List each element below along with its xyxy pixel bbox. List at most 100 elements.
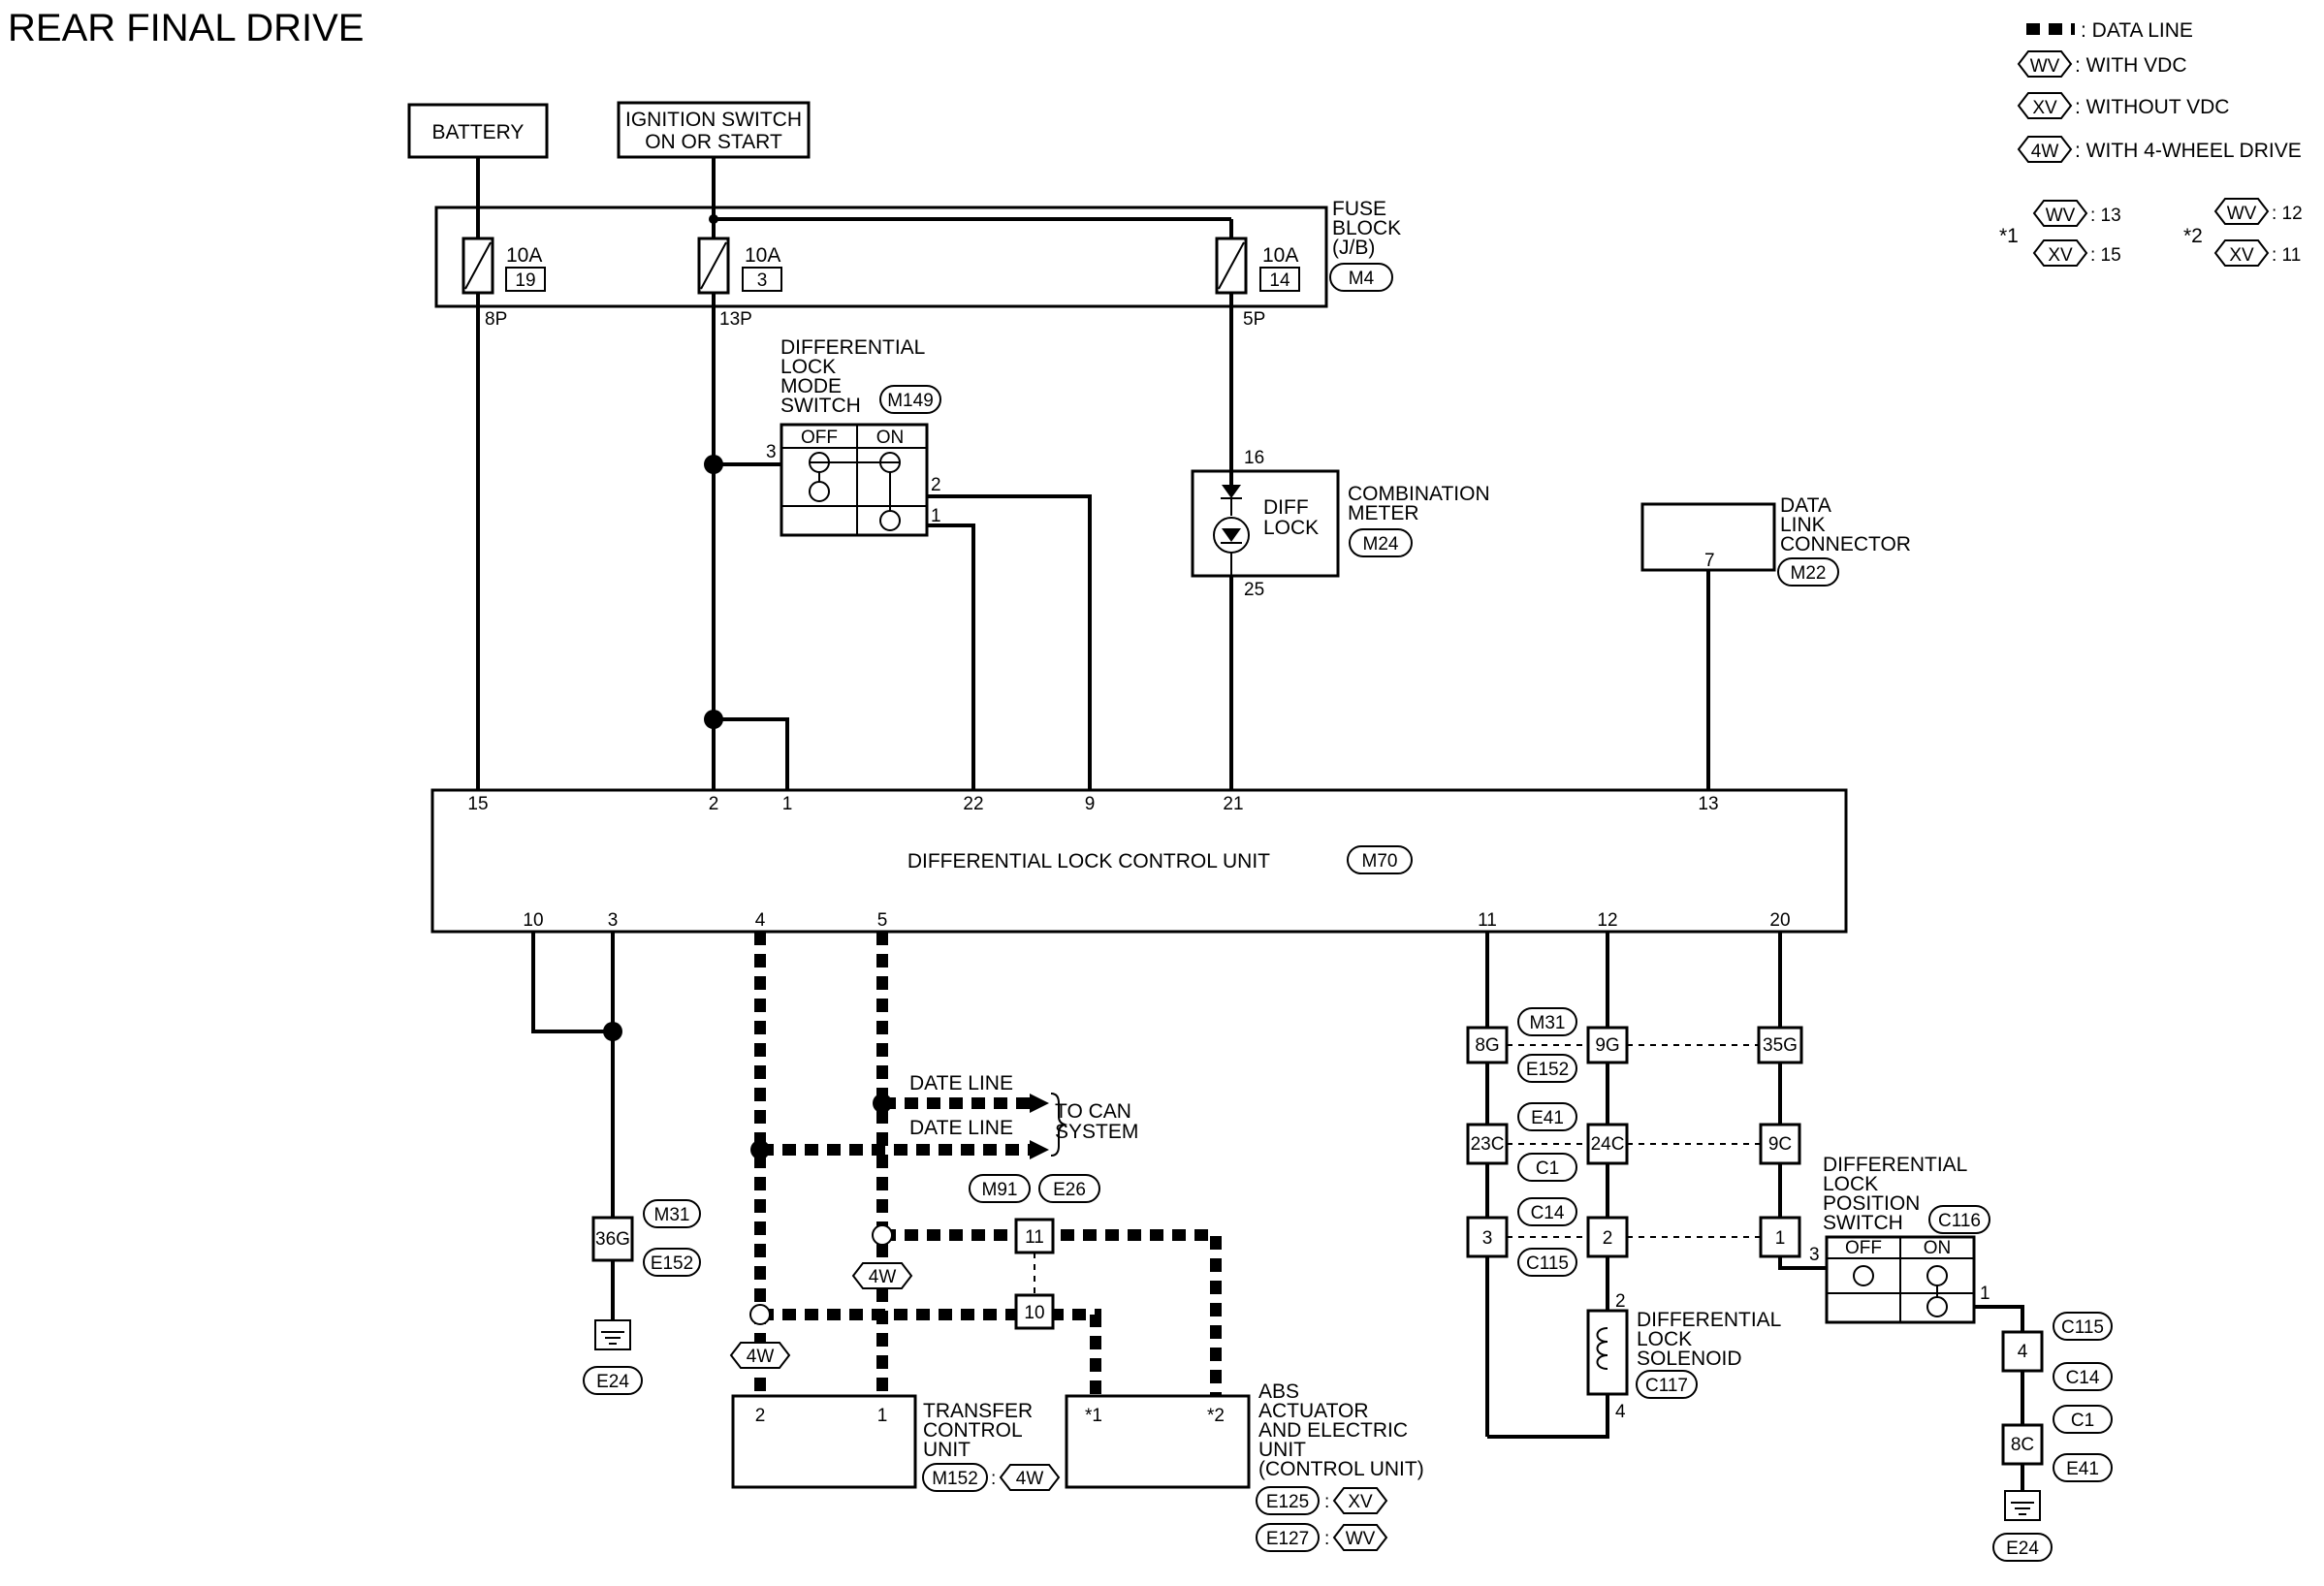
legend-4w-tag: 4W (2031, 142, 2059, 162)
position-switch-off: OFF (1845, 1238, 1882, 1258)
transfer-connector-label: M152 (932, 1469, 978, 1489)
mode-switch-label-4: SWITCH (780, 395, 861, 417)
can-joint-11 (1014, 1218, 1055, 1254)
harness-row2-pin-a (1466, 1123, 1509, 1165)
fuse-block-connector (1329, 263, 1393, 292)
abs-label-4: UNIT (1258, 1439, 1306, 1461)
cu-pin-20: 20 (1769, 910, 1790, 931)
cu-pin-13: 13 (1698, 794, 1718, 814)
data-link-label-2: LINK (1780, 514, 1826, 536)
cu-pin-12: 12 (1597, 910, 1617, 931)
harness-row2-pin-c (1759, 1123, 1801, 1165)
position-switch-connector-label: C116 (1938, 1211, 1981, 1231)
fuse-block-label-3: (J/B) (1332, 237, 1375, 259)
cu-pin-9: 9 (1085, 794, 1096, 814)
solenoid-pin-2: 2 (1615, 1291, 1626, 1312)
can-joint-11-label: 11 (1025, 1227, 1044, 1248)
star2-wv-tag: WV (2227, 204, 2257, 224)
harness-row3-pin-c (1759, 1216, 1801, 1258)
cu-pin-11: 11 (1478, 910, 1497, 931)
harness-row1-conn-a-label: M31 (1530, 1013, 1566, 1033)
ignition-switch-box (617, 101, 811, 159)
right-ground-label: E24 (2006, 1538, 2039, 1559)
transfer-control-unit (731, 1394, 917, 1489)
legend-awd: : WITH 4-WHEEL DRIVE (2075, 140, 2302, 162)
control-unit-connector (1347, 845, 1413, 874)
mode-switch-label-3: MODE (780, 375, 842, 397)
position-switch-connector (1928, 1205, 1990, 1234)
mode-switch-connector (879, 385, 941, 414)
diff-lock-mode-switch: OFF ON (780, 423, 929, 537)
abs-conn-e127-label: E127 (1266, 1529, 1309, 1549)
harness-row2-pin-b-label: 24C (1591, 1134, 1625, 1155)
harness-row2-conn-b-label: C1 (1536, 1158, 1559, 1179)
diff-lock-position-switch: OFF ON (1825, 1235, 1976, 1324)
abs-wv-tag (1332, 1524, 1388, 1551)
meter-lamp-label-2: LOCK (1263, 517, 1319, 539)
harness-row3-conn-b (1517, 1248, 1577, 1277)
data-link-connector (1777, 557, 1839, 587)
mode-switch-connector-label: M149 (887, 391, 934, 411)
mode-switch-on: ON (876, 428, 905, 448)
can-to-label-1: TO CAN (1055, 1100, 1131, 1123)
star2-wv-value: : 12 (2272, 204, 2303, 224)
legend-wv-tag: WV (2030, 56, 2060, 77)
can-4w-tag-a (851, 1262, 913, 1289)
transfer-4w-tag-label: 4W (1016, 1469, 1044, 1489)
transfer-pin-1: 1 (877, 1406, 888, 1426)
abs-label-1: ABS (1258, 1380, 1299, 1403)
cu-pin-15: 15 (467, 794, 488, 814)
can-connector-e26 (1038, 1174, 1100, 1203)
abs-label-3: AND ELECTRIC (1258, 1419, 1408, 1442)
differential-lock-control-unit (430, 788, 1848, 934)
transfer-label-2: CONTROL (923, 1419, 1023, 1442)
fuse-block (434, 206, 1328, 308)
battery-label: BATTERY (432, 121, 525, 143)
data-link-label-1: DATA (1780, 494, 1831, 517)
can-joint-10 (1014, 1293, 1055, 1330)
harness-row1-pin-b-label: 9G (1595, 1035, 1619, 1056)
right-connector-e41 (2053, 1453, 2113, 1482)
left-joint-pin: 36G (595, 1229, 630, 1250)
awd-tag-icon (2017, 136, 2073, 163)
mode-switch-pin-3: 3 (766, 442, 777, 462)
legend-data-line: : DATA LINE (2081, 19, 2193, 42)
harness-row3-pin-a (1466, 1216, 1509, 1258)
harness-row1-pin-c (1757, 1026, 1803, 1064)
right-conn-c14-label: C14 (2066, 1368, 2100, 1388)
position-switch-label-3: POSITION (1823, 1192, 1920, 1215)
right-ground-connector (1992, 1533, 2053, 1562)
position-switch-label-1: DIFFERENTIAL (1823, 1154, 1967, 1176)
legend-star1: *1 (1999, 225, 2019, 247)
fuse-block-connector-label: M4 (1349, 269, 1375, 289)
mode-switch-label-2: LOCK (780, 356, 836, 378)
cu-pin-10: 10 (523, 910, 543, 931)
data-link-connector-box (1640, 502, 1776, 572)
harness-row1-pin-c-label: 35G (1763, 1035, 1798, 1056)
abs-colon-2: : (1324, 1529, 1329, 1549)
transfer-label-3: UNIT (923, 1439, 971, 1461)
harness-row3-pin-b-label: 2 (1603, 1228, 1613, 1249)
harness-row3-pin-c-label: 1 (1775, 1228, 1786, 1249)
mode-switch-label-1: DIFFERENTIAL (780, 336, 925, 359)
cu-pin-22: 22 (963, 794, 983, 814)
solenoid-label-2: LOCK (1637, 1328, 1692, 1350)
abs-wv-tag-label: WV (1346, 1529, 1376, 1549)
star2-xv-tag: XV (2229, 245, 2254, 266)
abs-actuator-unit (1065, 1394, 1251, 1489)
data-link-connector-label: M22 (1791, 563, 1827, 584)
cu-pin-21: 21 (1223, 794, 1243, 814)
solenoid-pin-4: 4 (1615, 1402, 1626, 1422)
abs-pin-star1: *1 (1085, 1406, 1102, 1426)
without-vdc-tag-icon (2017, 92, 2073, 119)
can-4w-tag-a-label: 4W (869, 1267, 897, 1287)
left-ground-connector (583, 1366, 643, 1395)
can-4w-tag-b (729, 1342, 791, 1369)
can-data-line-label-1: DATE LINE (909, 1072, 1013, 1094)
transfer-connector (922, 1463, 988, 1492)
with-vdc-tag-icon (2017, 50, 2073, 78)
mode-switch-pin-1: 1 (931, 506, 941, 526)
combination-meter-box (1191, 469, 1340, 578)
position-switch-pin-3: 3 (1809, 1245, 1820, 1265)
abs-colon-1: : (1324, 1492, 1329, 1512)
